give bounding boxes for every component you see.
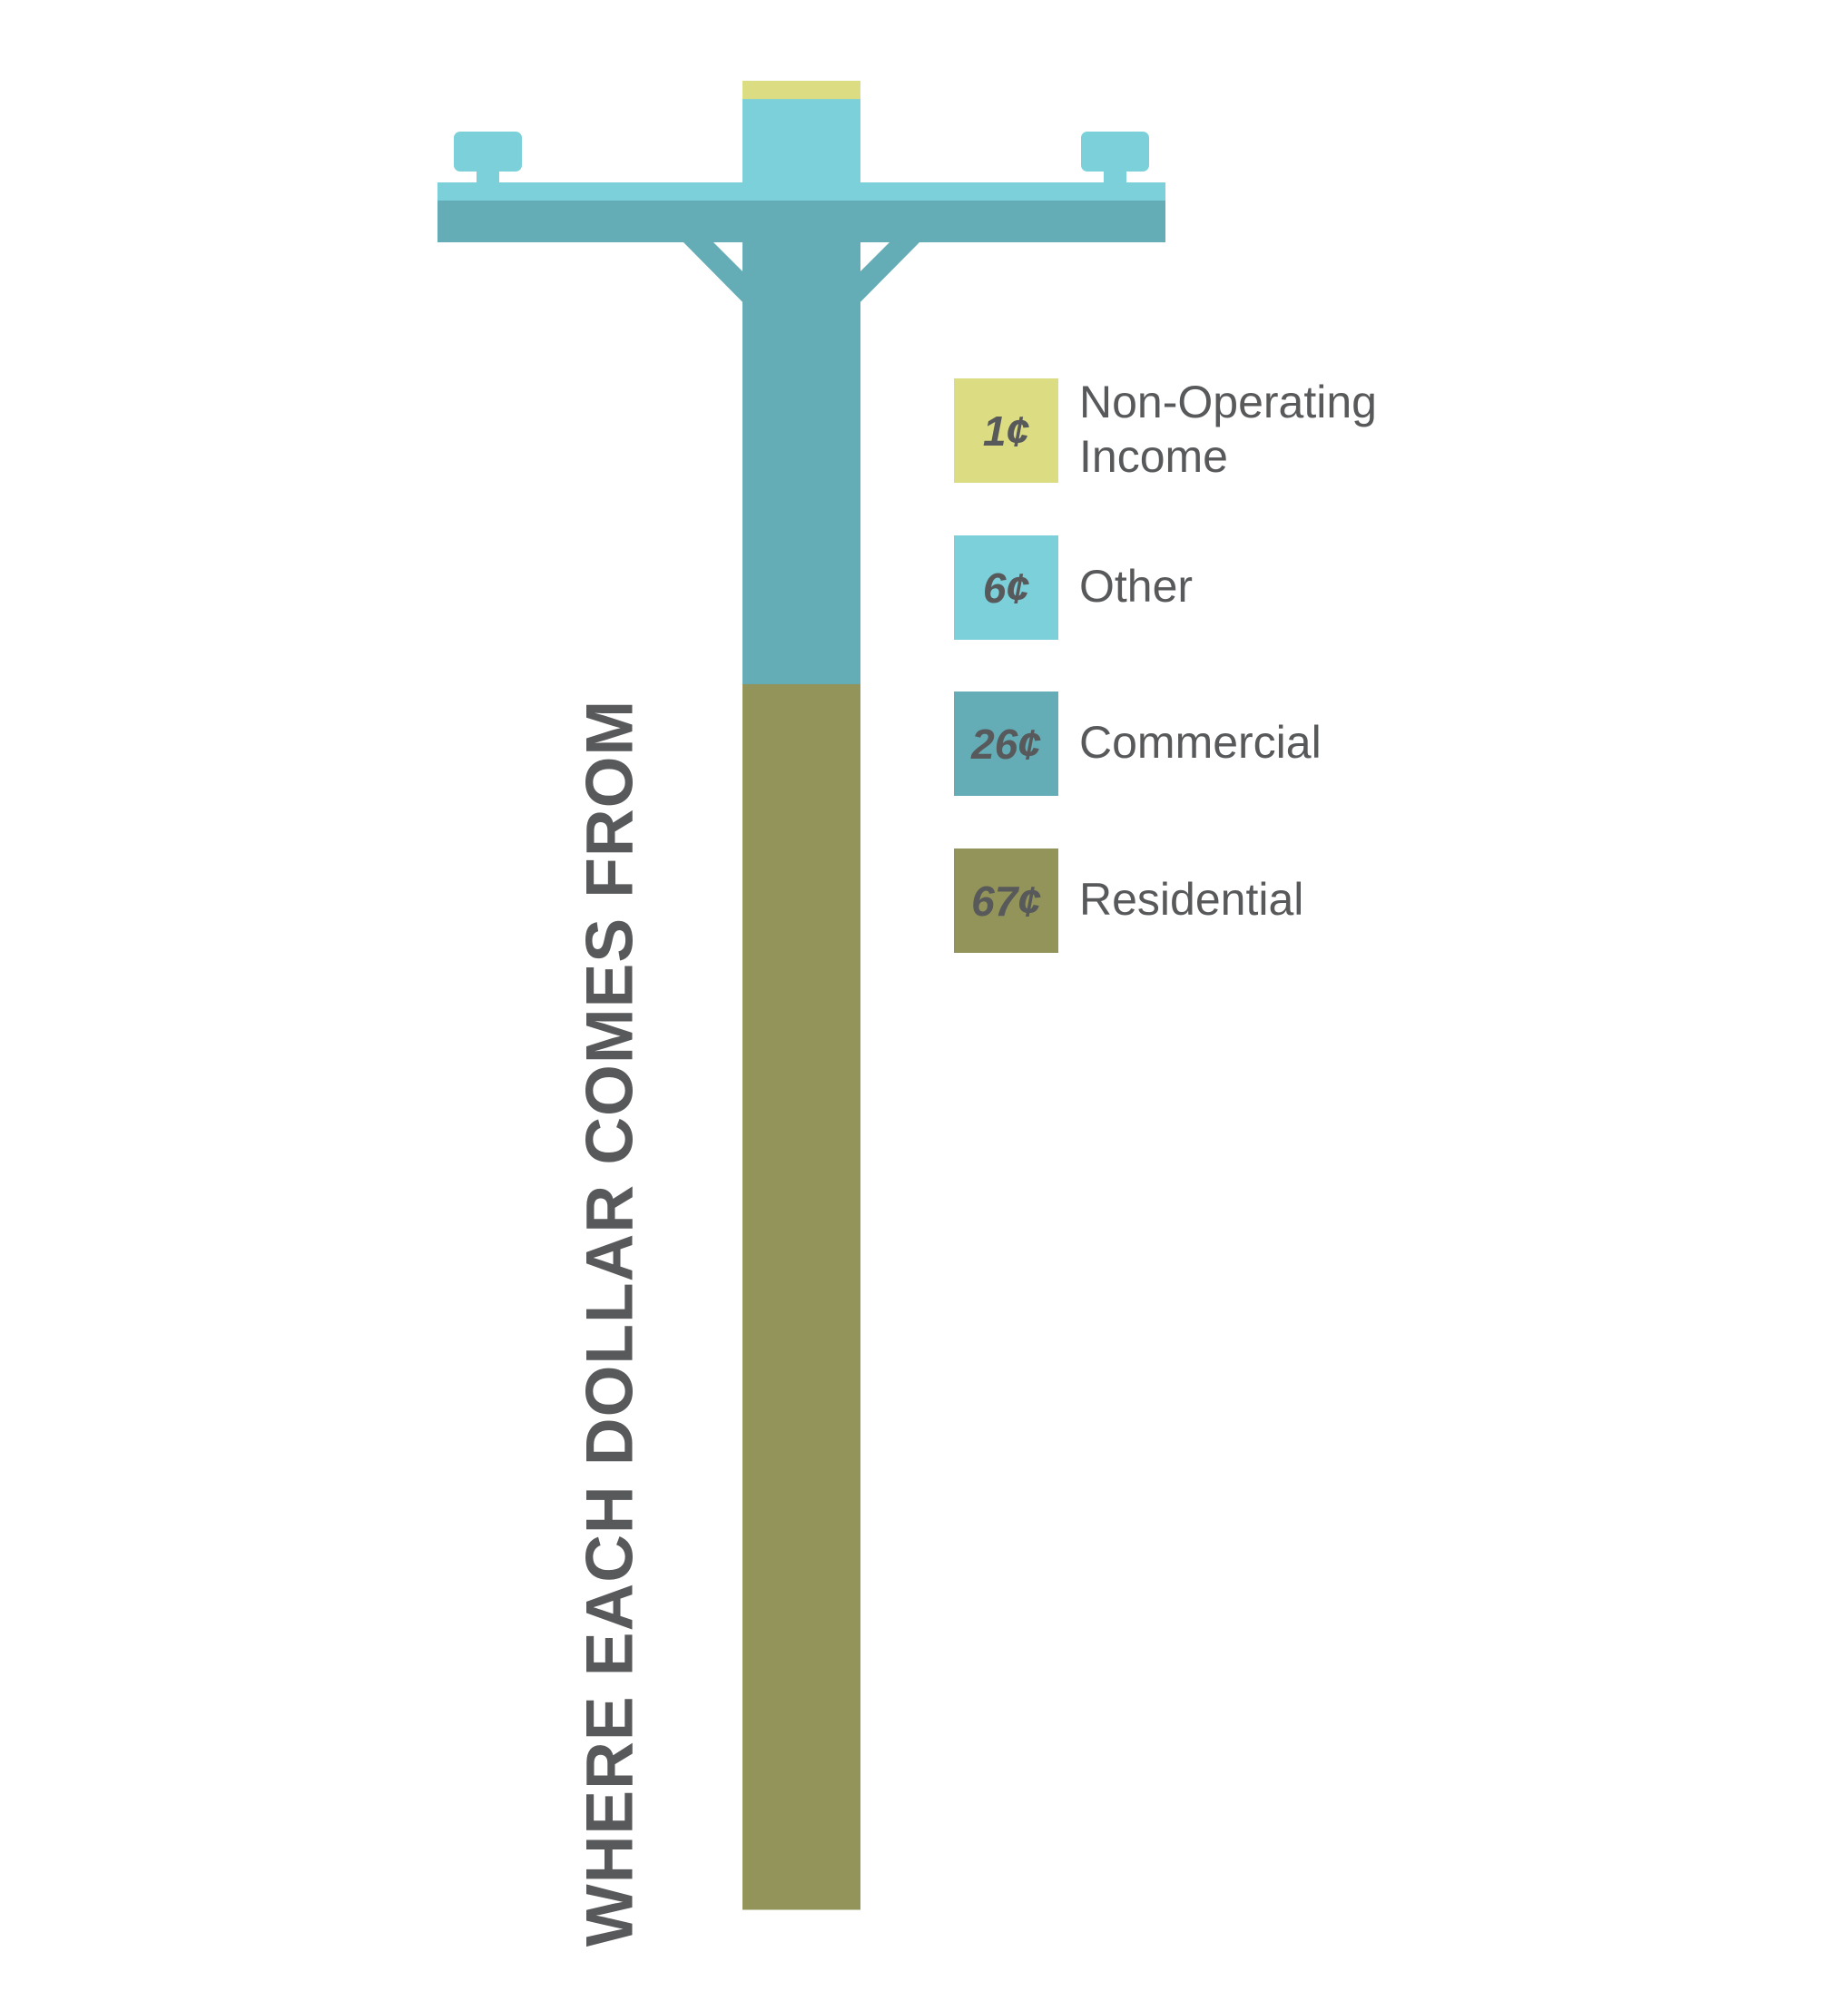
legend-label-line: Non-Operating bbox=[1079, 377, 1377, 427]
legend-value-non-operating-income: 1¢ bbox=[982, 407, 1030, 455]
cross-arm-top bbox=[437, 182, 1165, 201]
legend-swatch-residential: 67¢ bbox=[954, 848, 1058, 953]
pole-brace-right bbox=[845, 241, 920, 318]
legend-value-residential: 67¢ bbox=[971, 877, 1041, 925]
legend-item-non-operating-income: 1¢ Non-Operating Income bbox=[954, 375, 1426, 484]
legend-label-non-operating-income: Non-Operating Income bbox=[1079, 375, 1424, 484]
insulator-right-icon bbox=[1081, 132, 1149, 172]
chart-title: WHERE EACH DOLLAR COMES FROM bbox=[573, 699, 647, 1947]
pole-segment-commercial bbox=[742, 209, 860, 685]
pole-brace-left bbox=[683, 241, 758, 318]
legend-swatch-other: 6¢ bbox=[954, 535, 1058, 640]
insulator-right-stem bbox=[1104, 169, 1126, 183]
legend-item-commercial: 26¢ Commercial bbox=[954, 692, 1426, 796]
legend-swatch-non-operating-income: 1¢ bbox=[954, 378, 1058, 483]
insulator-left-stem bbox=[477, 169, 499, 183]
legend-item-other: 6¢ Other bbox=[954, 535, 1426, 640]
pole-segment-residential bbox=[742, 683, 860, 1910]
legend-value-commercial: 26¢ bbox=[971, 720, 1041, 768]
pole-segment-non-operating-income bbox=[742, 81, 860, 100]
legend-label-residential: Residential bbox=[1079, 874, 1304, 925]
legend-swatch-commercial: 26¢ bbox=[954, 692, 1058, 796]
legend-label-other: Other bbox=[1079, 561, 1194, 612]
legend-label-line: Income bbox=[1079, 431, 1228, 482]
legend-label-commercial: Commercial bbox=[1079, 717, 1322, 768]
insulator-left-icon bbox=[454, 132, 522, 172]
legend-value-other: 6¢ bbox=[982, 564, 1030, 612]
legend-item-residential: 67¢ Residential bbox=[954, 848, 1426, 953]
